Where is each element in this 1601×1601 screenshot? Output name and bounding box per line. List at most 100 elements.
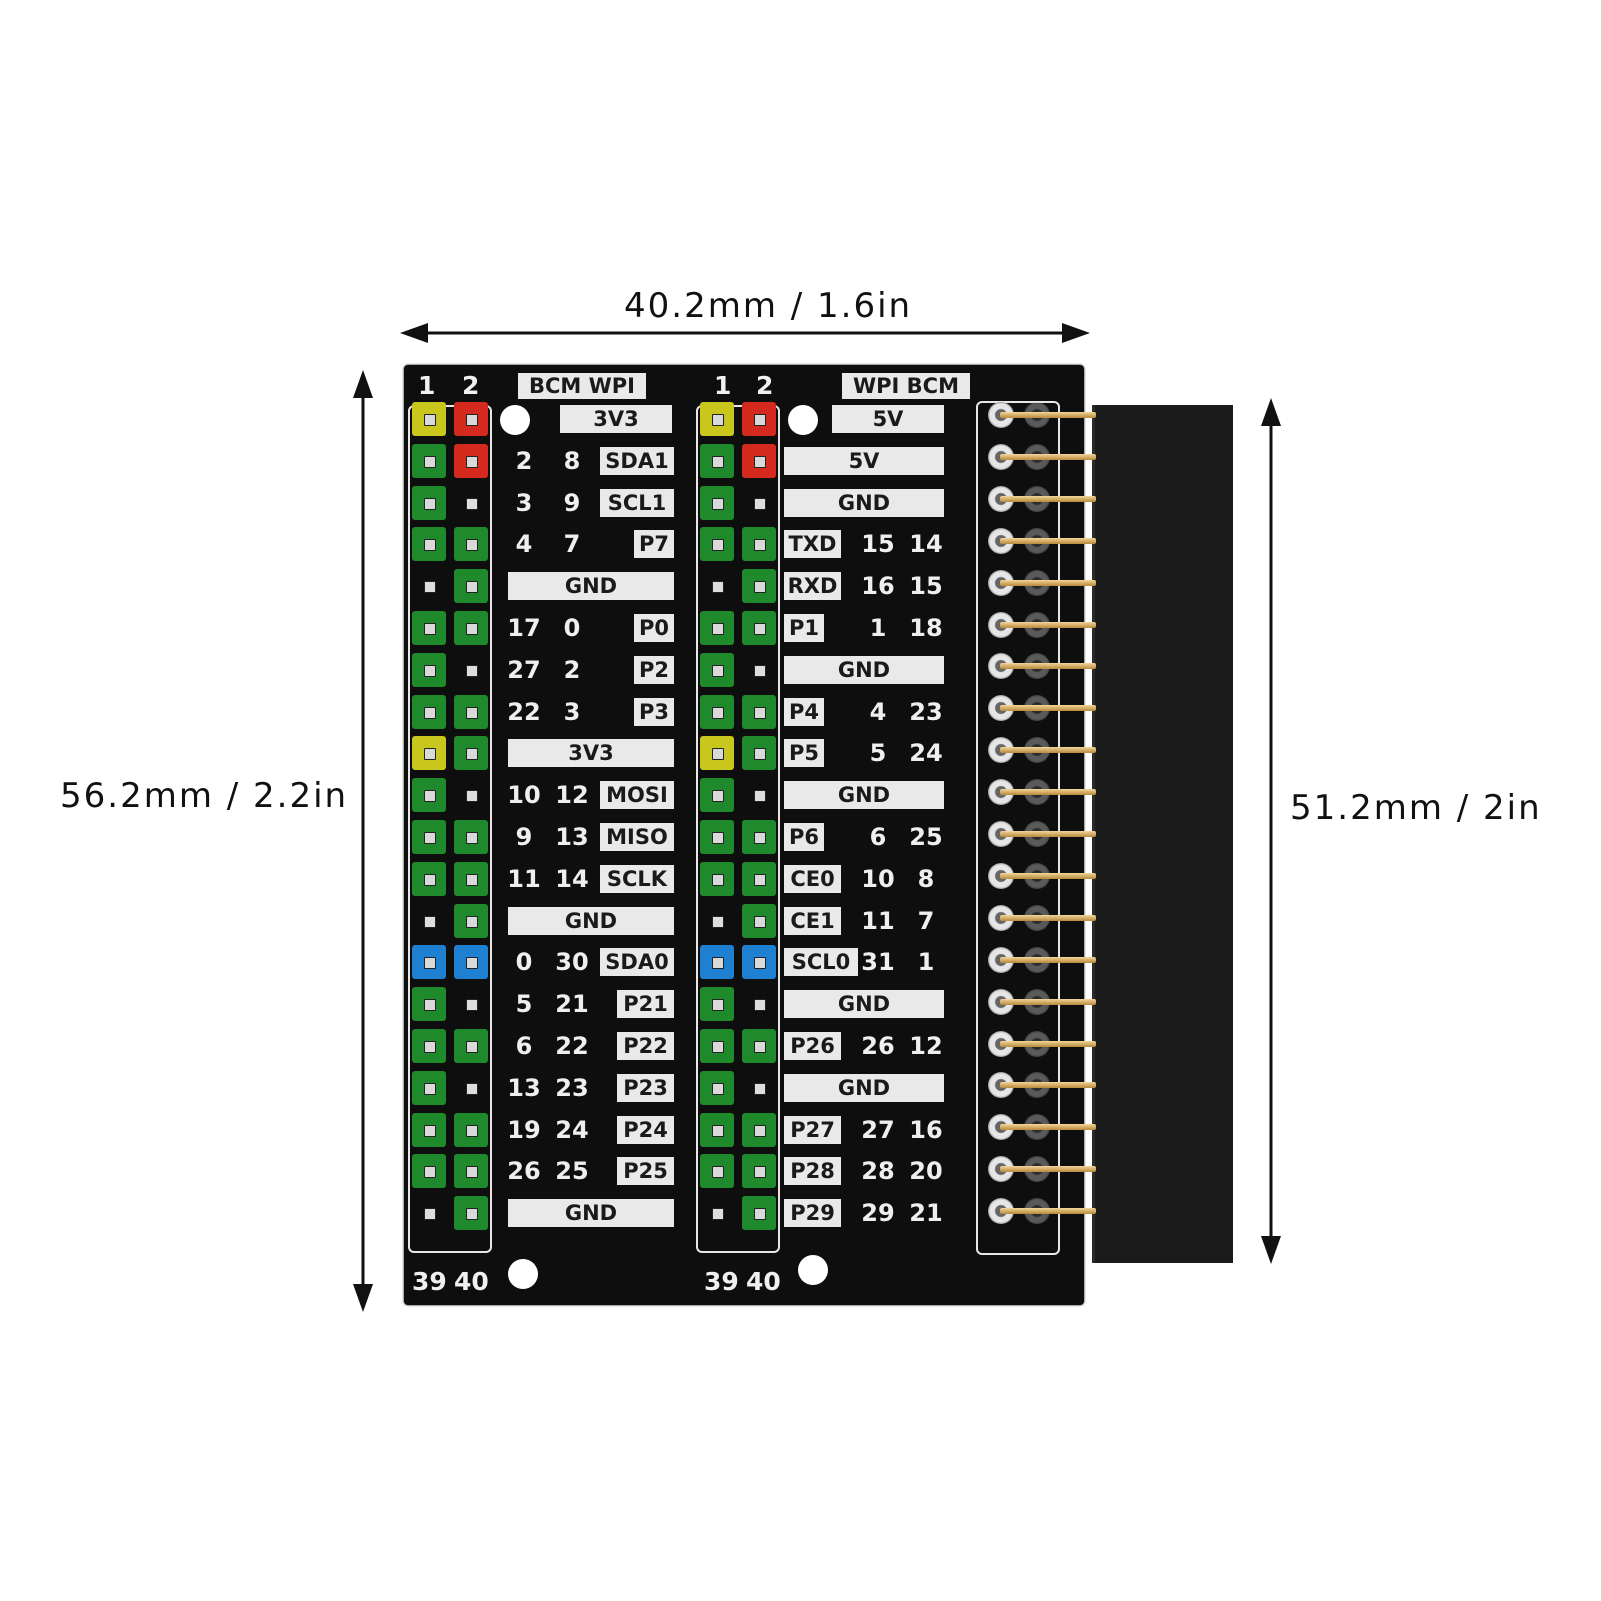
right-pin-3 — [700, 443, 734, 478]
left-pin-21 — [412, 820, 446, 854]
right-row-wpi: 27 — [861, 1115, 895, 1144]
right-pin-hole — [712, 664, 724, 677]
right-pin-19 — [700, 778, 734, 813]
right-row-bcm: 15 — [909, 572, 943, 601]
left-row-wpi: 13 — [555, 823, 589, 851]
left-pin-2 — [454, 402, 488, 436]
left-pin-19 — [412, 778, 446, 813]
left-row-name: P21 — [617, 990, 674, 1019]
left-row-name: 3V3 — [560, 405, 672, 433]
left-pin-23 — [412, 861, 446, 896]
left-row-bcm: 27 — [507, 655, 541, 684]
left-pin-header-frame — [408, 405, 492, 1253]
left-pin-hole — [466, 957, 478, 970]
right-pin-hole — [712, 414, 724, 426]
left-pin-1 — [412, 402, 446, 436]
connector-gold-pin — [1000, 1208, 1096, 1215]
left-pin-hole — [424, 497, 436, 510]
right-pin-hole — [712, 1041, 724, 1053]
right-row-bcm: 7 — [917, 906, 935, 935]
left-pin-hole — [466, 915, 478, 928]
left-pin-hole — [466, 999, 478, 1012]
left-pin-hole — [466, 623, 478, 635]
left-pin-28 — [454, 945, 488, 980]
right-pin-17 — [700, 736, 734, 771]
left-pin-34 — [454, 1071, 488, 1105]
left-pin-hole — [424, 790, 436, 803]
left-pin-hole — [466, 1041, 478, 1053]
right-pin-hole — [754, 539, 766, 552]
left-row-name: SDA0 — [600, 948, 674, 977]
right-pin-16 — [742, 694, 776, 729]
left-row-wpi: 3 — [563, 697, 581, 726]
left-pin-14 — [454, 653, 488, 687]
left-pin-13 — [412, 652, 446, 687]
left-row-bcm: 13 — [507, 1073, 541, 1102]
right-pin-27 — [700, 945, 734, 980]
right-pin-13 — [700, 652, 734, 687]
left-row-name: SCL1 — [600, 488, 674, 517]
right-pin-33 — [700, 1070, 734, 1105]
right-pin-hole — [754, 455, 766, 468]
left-pin-8 — [454, 527, 488, 562]
right-row-bcm: 12 — [909, 1032, 943, 1060]
left-pin-hole — [424, 1166, 436, 1179]
left-pin-10 — [454, 569, 488, 604]
left-pin-hole — [466, 1124, 478, 1137]
left-row-bcm: 11 — [507, 864, 541, 893]
left-pin-hole — [424, 915, 436, 928]
left-row-wpi: 21 — [555, 990, 589, 1019]
right-pin-hole — [712, 999, 724, 1012]
right-row-wpi: 6 — [869, 823, 887, 851]
right-pin-hole — [754, 790, 766, 803]
right-row-label: 5V — [832, 405, 944, 433]
right-row-name: P28 — [784, 1157, 841, 1186]
left-pin-hole — [424, 706, 436, 719]
left-row-name: P0 — [634, 614, 674, 642]
right-pin-hole — [712, 832, 724, 844]
right-pin-39-label: 39 — [704, 1267, 739, 1296]
right-row-bcm: 20 — [909, 1157, 943, 1186]
left-pin-40-label: 40 — [454, 1267, 489, 1296]
connector-gold-pin — [1000, 412, 1096, 418]
left-pin-hole — [466, 664, 478, 677]
right-pin-hole — [754, 999, 766, 1012]
left-row-bcm: 10 — [507, 781, 541, 810]
right-pin-22 — [742, 820, 776, 854]
right-pin-29 — [700, 987, 734, 1022]
right-pin-hole — [754, 1041, 766, 1053]
right-pin-5 — [700, 485, 734, 520]
left-pin-hole — [466, 748, 478, 761]
left-row-bcm: 22 — [507, 697, 541, 726]
left-pin-hole — [424, 957, 436, 970]
right-pin-8 — [742, 527, 776, 562]
right-pin-hole — [712, 790, 724, 803]
right-pin-hole — [754, 748, 766, 761]
right-row-name: TXD — [784, 530, 841, 559]
right-pin-2-label: 2 — [756, 371, 774, 400]
left-row-name: P3 — [634, 697, 674, 726]
left-row-bcm: 9 — [515, 823, 533, 851]
right-pin-hole — [754, 1208, 766, 1221]
right-pin-36 — [742, 1112, 776, 1147]
mounting-hole-top-right — [788, 405, 818, 435]
left-row-bcm: 5 — [515, 990, 533, 1019]
connector-dimension-arrow — [1261, 398, 1281, 1264]
right-row-label: 5V — [784, 446, 944, 475]
left-pin-hole — [466, 497, 478, 510]
connector-gold-pin — [1000, 1082, 1096, 1089]
left-pin-5 — [412, 485, 446, 520]
connector-gold-pin — [1000, 1124, 1096, 1131]
left-row-name: MOSI — [600, 781, 674, 810]
left-pin-40 — [454, 1196, 488, 1231]
right-row-bcm: 8 — [917, 864, 935, 893]
left-pin-37 — [412, 1154, 446, 1189]
right-pin-10 — [742, 569, 776, 604]
left-row-bcm: 26 — [507, 1157, 541, 1186]
right-pin-25 — [700, 904, 734, 938]
left-row-wpi: 25 — [555, 1157, 589, 1186]
left-pin-16 — [454, 694, 488, 729]
left-row-wpi: 14 — [555, 864, 589, 893]
left-pin-18 — [454, 736, 488, 771]
